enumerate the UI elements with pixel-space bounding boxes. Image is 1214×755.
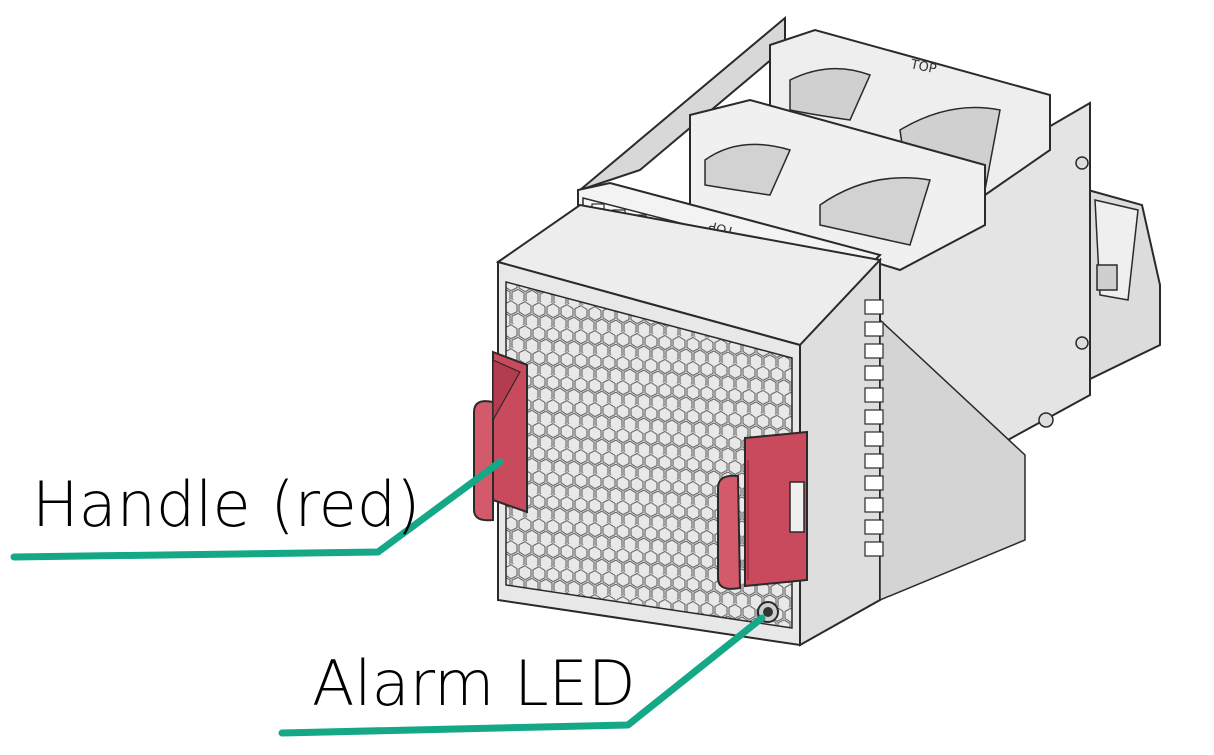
handle-label: Handle (red)	[32, 468, 420, 541]
fan-top-label-rear: TOP	[908, 57, 938, 77]
handle-left	[473, 350, 528, 522]
alarm-led-leader-line	[278, 614, 766, 737]
screw-icon	[1075, 156, 1089, 170]
handle-right	[717, 430, 808, 590]
handle-leader-line	[10, 458, 504, 561]
alarm-led-label: Alarm LED	[312, 647, 636, 720]
chassis-side	[799, 257, 1026, 647]
screw-icon	[1038, 412, 1054, 428]
screw-icon	[1075, 336, 1089, 350]
rear-bracket	[1087, 188, 1161, 382]
